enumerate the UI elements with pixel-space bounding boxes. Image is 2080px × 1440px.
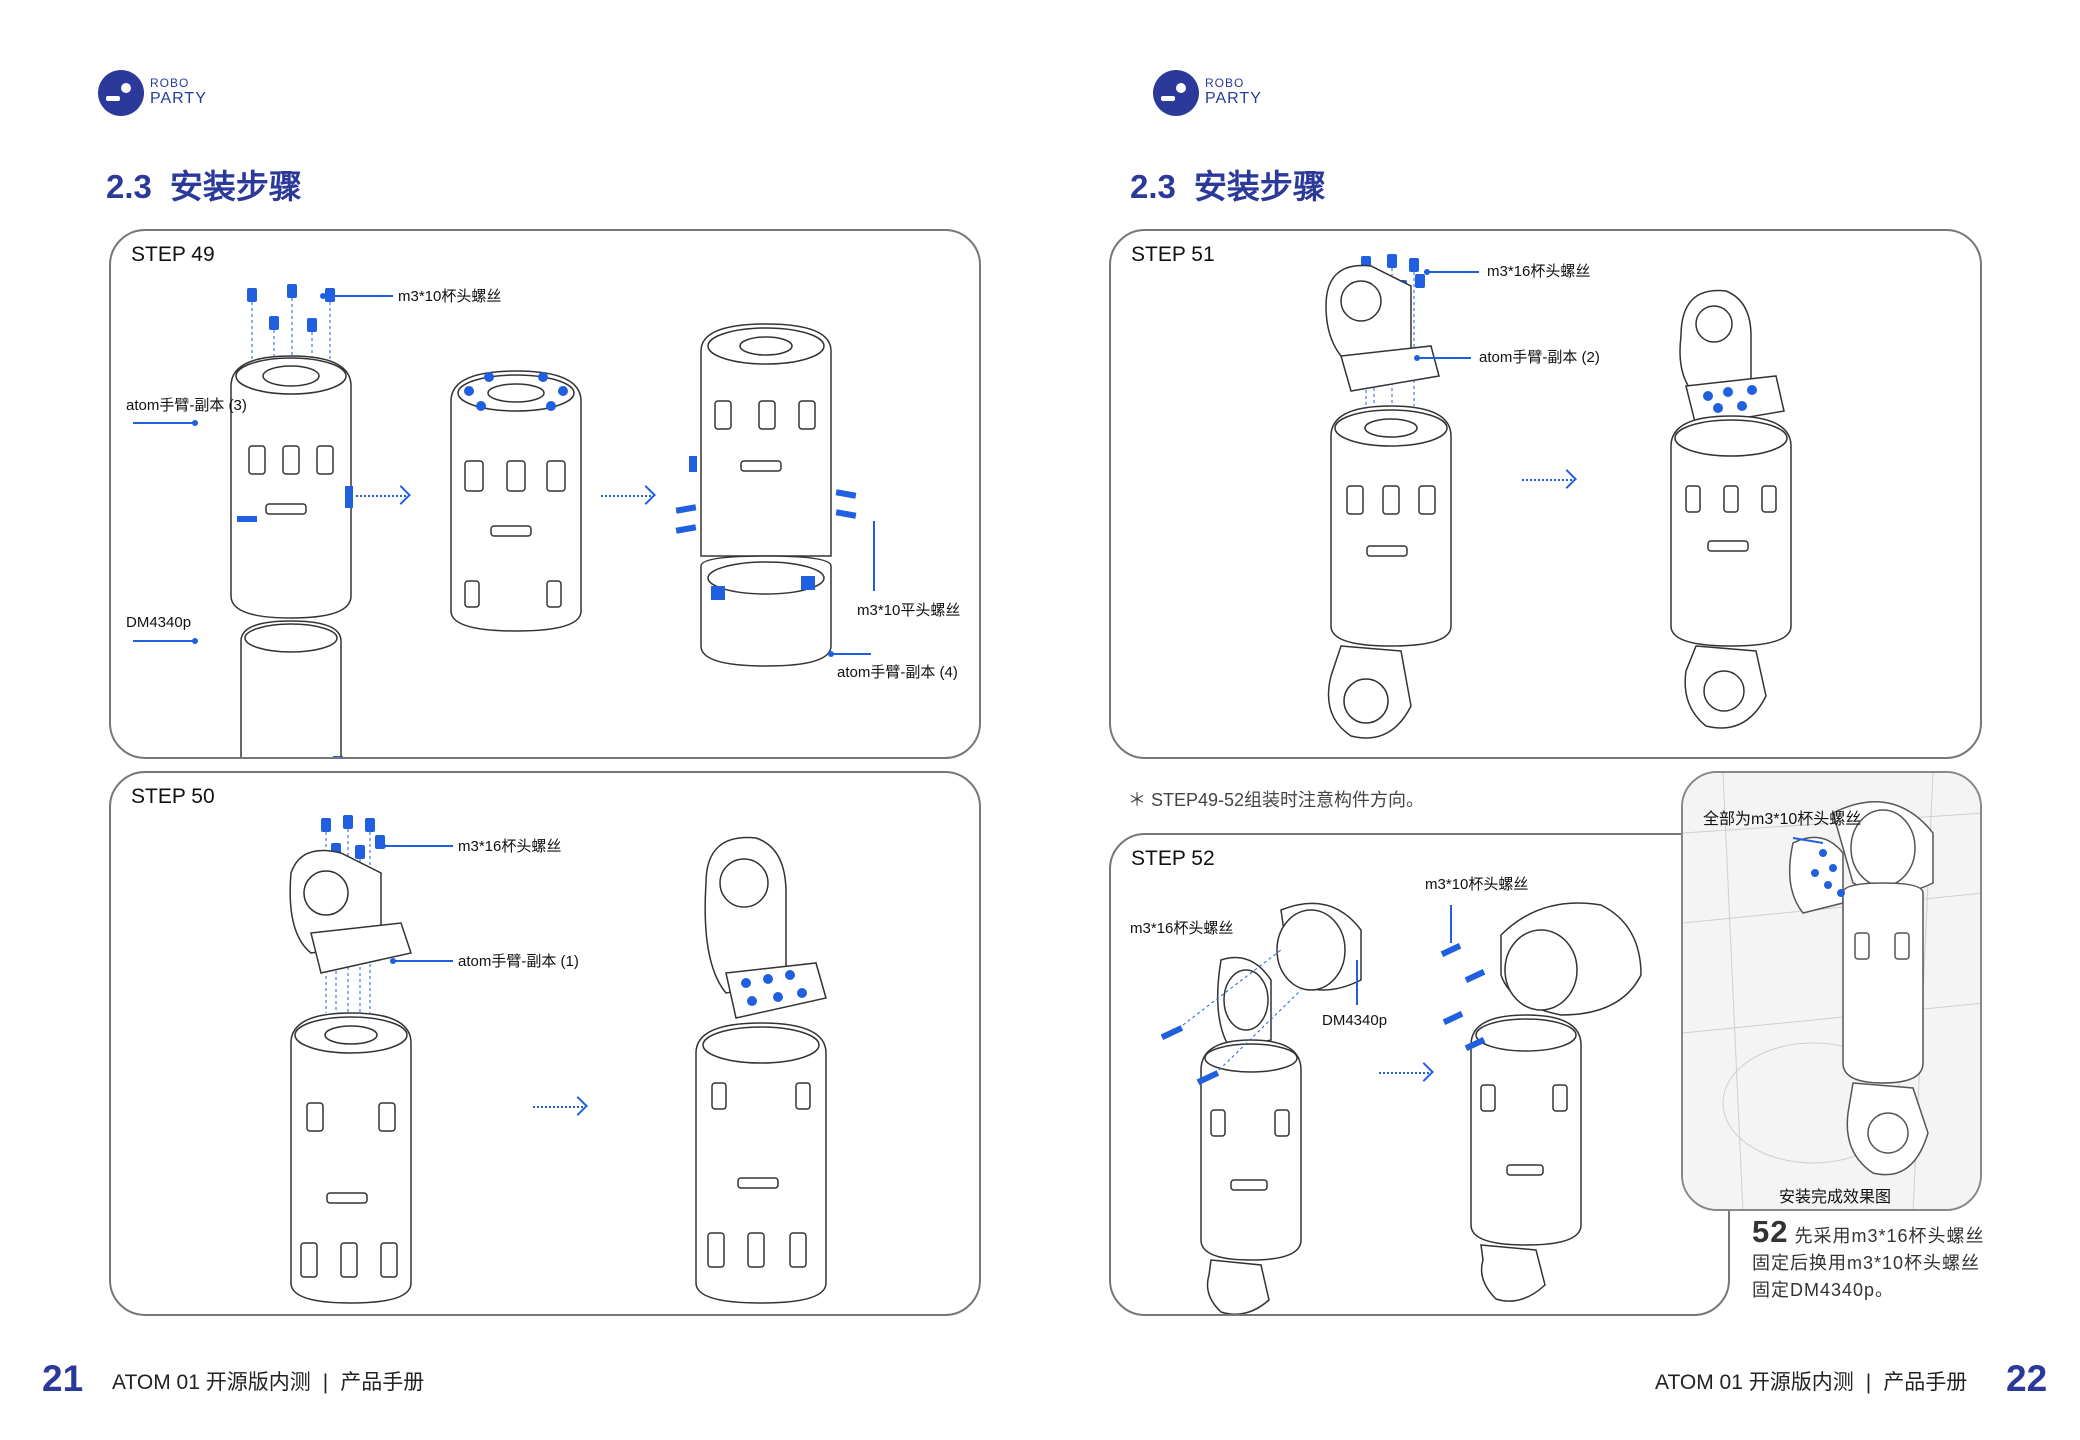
step-49-exploded-assembly [230,284,353,757]
step-49-flat-screw-callout: m3*10平头螺丝 [857,602,961,619]
step-49-flat-screw-leader [873,521,875,591]
brand-logo-right: ROBO PARTY [1151,68,1291,120]
step-50-exploded-assembly [289,815,412,1304]
footer-left: ATOM 01 开源版内测 | 产品手册 [112,1366,424,1396]
step-52-exploded-assembly [1160,902,1362,1314]
footer-doc: 产品手册 [340,1371,425,1394]
step-49-arm-leader [133,420,198,426]
step-50-panel: STEP 50 m3*16杯头螺丝 atom手臂-副本 (1) [109,771,981,1316]
step-52-panel: STEP 52 m3*16杯头螺丝 DM4340p m3*10杯头螺丝 [1109,833,1730,1316]
step-52-screw-a-callout: m3*16杯头螺丝 [1130,920,1234,937]
step-51-label: STEP 51 [1131,243,1215,266]
step-50-screw-leader [380,843,453,849]
step-51-screw-leader [1424,269,1479,275]
step-49-screw-top-callout: m3*10杯头螺丝 [398,288,502,305]
step-52-label: STEP 52 [1131,847,1215,870]
step-52-text: 先采用m3*16杯头螺丝固定后换用m3*10杯头螺丝固定DM4340p。 [1752,1226,1985,1300]
step-49-arm-joined [450,370,582,632]
brand-line1: ROBO [150,76,190,90]
photo-caption: 安装完成效果图 [1779,1189,1892,1206]
footer-separator: | [322,1371,329,1394]
completed-assembly-photo [1683,773,1980,1209]
step-49-motor-leader [133,638,198,644]
completed-photo-panel: 全部为m3*10杯头螺丝 安装完成效果图 [1681,771,1982,1211]
section-number: 2.3 [1130,168,1176,205]
step-49-screw-top-leader [320,293,393,299]
step-49-arm-on-motor [675,323,857,667]
footer-separator: | [1865,1371,1872,1394]
footer-product: ATOM 01 开源版内测 [1655,1371,1854,1394]
step-52-number: 52 [1752,1214,1789,1249]
step-49-arm-callout: atom手臂-副本 (3) [126,397,247,414]
section-title-text: 安装步骤 [169,168,302,205]
step-50-arrow [533,1106,583,1110]
step-51-panel: STEP 51 m3*16杯头螺丝 atom手臂-副本 (2) [1109,229,1982,759]
step-52-motor-leader [1356,960,1358,1005]
step-52-assembled [1440,902,1642,1302]
step-51-exploded-assembly [1325,254,1452,739]
step-52-screw-b-callout: m3*10杯头螺丝 [1425,876,1529,893]
section-number: 2.3 [106,168,152,205]
assembly-note: ＊ STEP49-52组装时注意构件方向。 [1128,790,1425,810]
page-number-right: 22 [2006,1358,2048,1399]
robot-head-icon [1153,70,1199,116]
step-50-assembled [695,836,827,1304]
step-52-motor-callout: DM4340p [1322,1012,1388,1029]
step-51-arm-leader [1414,355,1471,361]
step-49-panel: STEP 49 m3*10杯头螺丝 atom手臂-副本 (3) D [109,229,981,759]
photo-screw-label: 全部为m3*10杯头螺丝 [1703,811,1862,828]
footer-doc: 产品手册 [1883,1371,1968,1394]
section-title-text: 安装步骤 [1193,168,1326,205]
brand-line2: PARTY [150,90,207,107]
step-51-screw-callout: m3*16杯头螺丝 [1487,263,1591,280]
step-51-arrow [1522,479,1572,483]
brand-line1: ROBO [1205,76,1245,90]
brand-logo-left: ROBO PARTY [96,68,236,120]
step-50-arm-leader [390,958,453,964]
step-49-arrow-2 [601,495,651,499]
step-50-screw-callout: m3*16杯头螺丝 [458,838,562,855]
step-50-arm-callout: atom手臂-副本 (1) [458,953,579,970]
page-number-left: 21 [42,1358,84,1399]
step-49-arrow-1 [356,495,406,499]
step-52-arrow [1379,1072,1429,1076]
step-51-assembled [1670,289,1792,729]
step-51-arm-callout: atom手臂-副本 (2) [1479,349,1600,366]
footer-right: ATOM 01 开源版内测 | 产品手册 [1655,1366,1967,1396]
step-49-arm2-callout: atom手臂-副本 (4) [837,664,958,681]
step-49-motor-callout: DM4340p [126,614,192,631]
section-title-left: 2.3 安装步骤 [106,160,302,208]
section-title-right: 2.3 安装步骤 [1130,160,1326,208]
step-50-label: STEP 50 [131,785,215,808]
robot-head-icon [98,70,144,116]
footer-product: ATOM 01 开源版内测 [112,1371,311,1394]
step-49-label: STEP 49 [131,243,215,266]
step-49-arm2-leader [828,651,871,657]
brand-line2: PARTY [1205,90,1262,107]
